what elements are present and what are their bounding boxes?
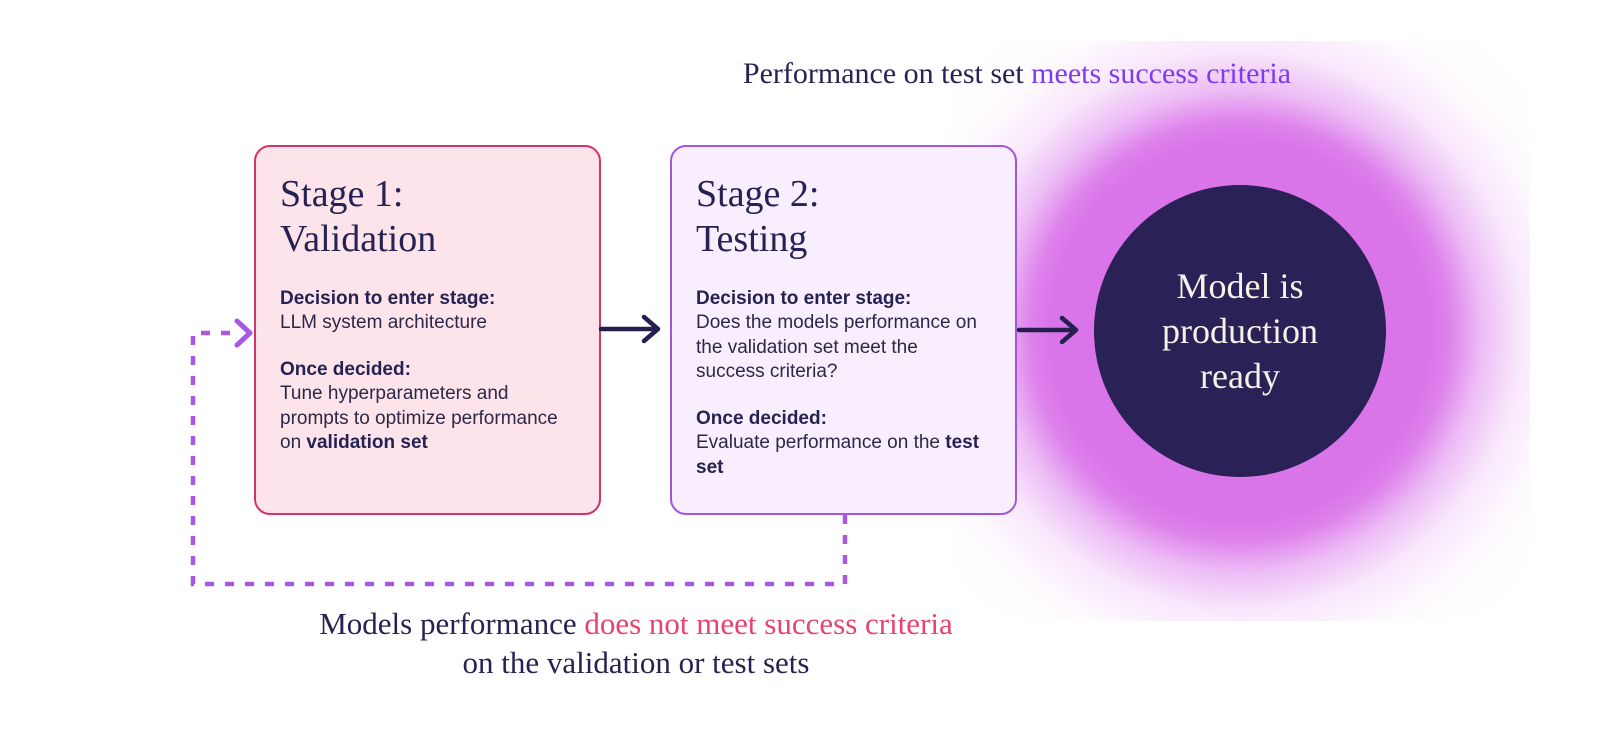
stage1-decided-section: Once decided: Tune hyperparameters and p… — [280, 358, 575, 456]
success-caption-accent: meets success criteria — [1031, 57, 1292, 90]
stage1-decided-body: Tune hyperparameters and prompts to opti… — [280, 382, 575, 456]
stage1-decided-body-bold: validation set — [306, 432, 428, 454]
stage1-title: Stage 1: Validation — [280, 173, 437, 260]
stage1-decision-section: Decision to enter stage: LLM system arch… — [280, 287, 575, 336]
production-ready-circle: Model is production ready — [1094, 185, 1386, 477]
stage1-decided-heading: Once decided: — [280, 358, 411, 380]
stage1-decision-body: LLM system architecture — [280, 312, 487, 334]
failure-caption-accent: does not meet success criteria — [584, 606, 953, 641]
success-caption: Performance on test set meets success cr… — [743, 57, 1291, 91]
stage2-decided-section: Once decided: Evaluate performance on th… — [696, 407, 991, 481]
success-caption-plain: Performance on test set — [742, 57, 1032, 90]
failure-caption-line2: on the validation or test sets — [462, 645, 810, 680]
stage2-decision-body: Does the models performance on the valid… — [696, 312, 977, 383]
failure-caption-plain: Models performance — [319, 606, 585, 641]
stage2-decision-heading: Decision to enter stage: — [696, 287, 912, 309]
stage1-validation-box: Stage 1: Validation Decision to enter st… — [254, 145, 601, 515]
feedback-loop-arrowhead-icon — [234, 318, 253, 348]
stage2-decided-heading: Once decided: — [696, 407, 827, 429]
stage2-title: Stage 2: Testing — [696, 173, 820, 260]
stage1-decision-heading: Decision to enter stage: — [280, 287, 496, 309]
stage2-decision-section: Decision to enter stage: Does the models… — [696, 287, 991, 385]
arrow-stage1-to-stage2-icon — [598, 314, 661, 344]
production-ready-label: Model is production ready — [1162, 265, 1318, 396]
stage2-testing-box: Stage 2: Testing Decision to enter stage… — [670, 145, 1017, 515]
stage2-decided-body: Evaluate performance on the test set — [696, 431, 991, 480]
failure-caption: Models performance does not meet success… — [319, 604, 953, 682]
failure-caption-line1: Models performance does not meet success… — [319, 604, 953, 643]
stage2-decided-body-text: Evaluate performance on the — [696, 432, 946, 454]
